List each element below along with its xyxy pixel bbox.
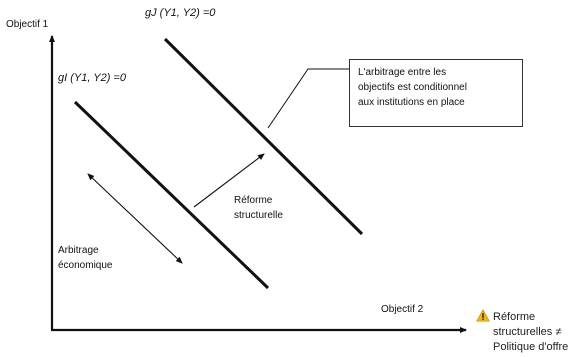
arbitrage-label-line1: Arbitrage bbox=[58, 245, 99, 256]
reform-label: Réforme structurelle bbox=[234, 193, 283, 223]
arbitrage-label-line2: économique bbox=[58, 260, 113, 271]
reform-arrow bbox=[193, 153, 265, 208]
callout-leader-line bbox=[267, 68, 349, 129]
note-line3: Politique d'offre bbox=[493, 341, 569, 353]
callout-box: L'arbitrage entre les objectifs est cond… bbox=[349, 59, 523, 127]
inner-curve-label: gI (Y1, Y2) =0 bbox=[58, 72, 126, 84]
note-line2: structurelles ≠ bbox=[493, 326, 562, 338]
outer-frontier-line bbox=[163, 37, 364, 236]
callout-line3: aux institutions en place bbox=[358, 97, 465, 108]
note-line1: Réforme bbox=[493, 311, 536, 323]
arbitrage-label: Arbitrage économique bbox=[58, 243, 112, 273]
reform-label-line1: Réforme bbox=[234, 195, 273, 206]
arbitrage-double-arrow bbox=[87, 173, 183, 264]
y-axis-label: Objectif 1 bbox=[6, 19, 49, 30]
callout-line1: L'arbitrage entre les bbox=[358, 67, 447, 78]
outer-curve-label: gJ (Y1, Y2) =0 bbox=[145, 7, 216, 19]
warning-icon bbox=[476, 309, 490, 322]
callout-line2: objectifs est conditionnel bbox=[358, 82, 467, 93]
warning-note: Réforme structurelles ≠ Politique d'offr… bbox=[476, 309, 588, 355]
x-axis-label: Objectif 2 bbox=[381, 304, 424, 315]
reform-label-line2: structurelle bbox=[234, 210, 283, 221]
